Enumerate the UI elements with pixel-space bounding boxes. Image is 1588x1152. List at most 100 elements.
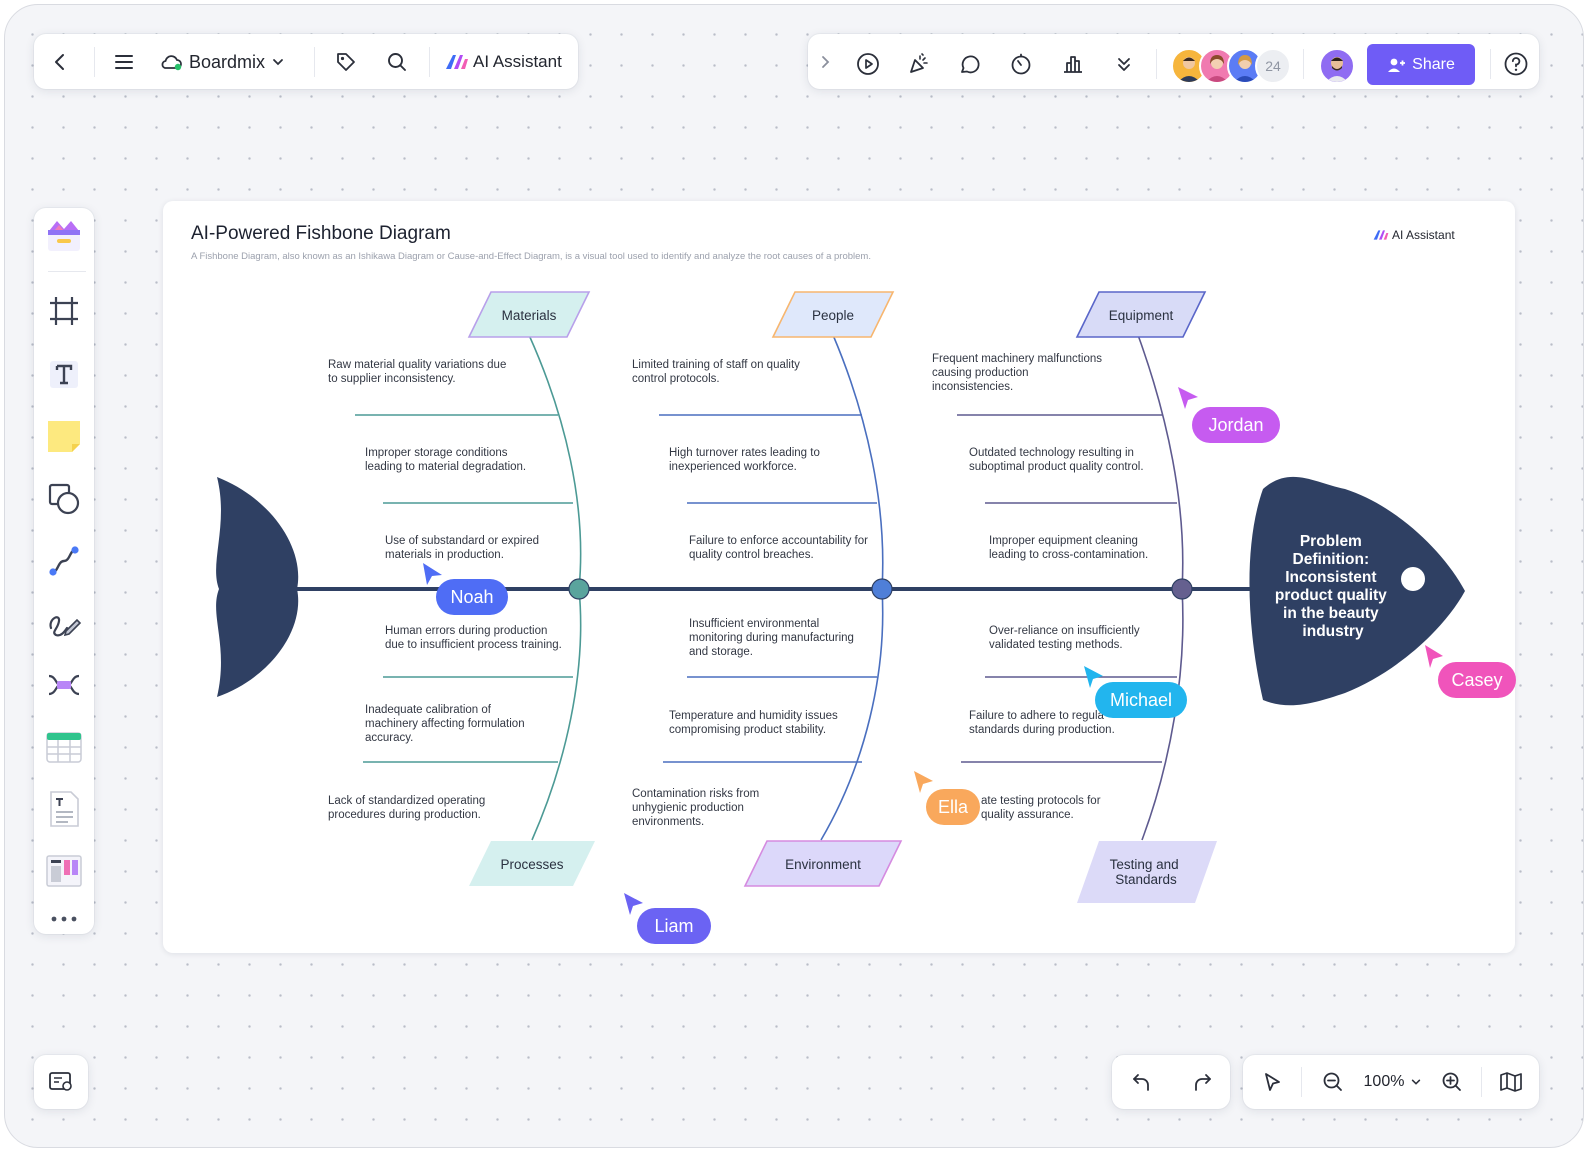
cursor-tag-casey: Casey (1438, 662, 1516, 698)
play-icon (857, 53, 879, 75)
person-avatar-icon (1206, 55, 1228, 82)
toolbar-divider (1490, 49, 1491, 79)
help-button[interactable] (1501, 49, 1531, 79)
pen-tool[interactable] (44, 603, 84, 643)
frame-tool[interactable] (44, 291, 84, 331)
toolbar-divider (1481, 1067, 1482, 1097)
back-button[interactable] (45, 47, 75, 77)
zoom-panel (1243, 1055, 1539, 1109)
person-avatar-icon (1234, 55, 1256, 82)
zoom-in-button[interactable] (1437, 1067, 1467, 1097)
outline-button[interactable] (1496, 1067, 1526, 1097)
pen-icon (49, 616, 82, 637)
more-tools-rail-button[interactable] (44, 909, 84, 929)
ai-assistant-label: AI Assistant (473, 52, 562, 71)
template-tool[interactable] (44, 215, 84, 257)
more-tools-button[interactable] (1109, 49, 1139, 79)
canvas[interactable]: Boardmix AI Assistant (4, 4, 1584, 1148)
shape-tool[interactable] (44, 479, 84, 519)
toolbar-divider (314, 47, 315, 77)
help-icon (1504, 52, 1528, 76)
expand-toolbar-button[interactable] (815, 49, 835, 75)
mind-map-icon (48, 674, 80, 696)
zoom-level: 100% (1363, 1073, 1405, 1090)
back-icon (55, 54, 64, 70)
book-icon (1500, 1072, 1522, 1092)
toolbar-divider (1303, 49, 1304, 79)
timer-button[interactable] (1006, 49, 1036, 79)
add-user-icon (1388, 58, 1406, 72)
comment-button[interactable] (955, 49, 985, 79)
frame-icon (50, 297, 78, 325)
person-avatar-icon (1326, 57, 1348, 82)
sticky-note-icon (48, 421, 80, 452)
map-view-icon (49, 1072, 72, 1091)
vote-button[interactable] (1058, 49, 1088, 79)
search-button[interactable] (382, 47, 412, 77)
menu-button[interactable] (109, 47, 139, 77)
text-tool[interactable] (44, 354, 84, 394)
mind-map-tool[interactable] (44, 665, 84, 705)
undo-button[interactable] (1126, 1067, 1156, 1097)
sticky-note-tool[interactable] (44, 416, 84, 456)
tag-icon (337, 53, 355, 71)
timer-icon (1011, 53, 1031, 75)
current-user-avatar[interactable] (1319, 48, 1355, 84)
workspace-switcher[interactable]: Boardmix (159, 47, 299, 77)
page-title: AI-Powered Fishbone Diagram (191, 223, 451, 244)
document-tool[interactable] (44, 789, 84, 829)
workspace-name: Boardmix (189, 51, 266, 72)
share-label: Share (1412, 55, 1455, 73)
ai-assistant-badge[interactable]: AI Assistant (1373, 228, 1455, 242)
select-button[interactable] (1257, 1067, 1287, 1097)
select-icon (1265, 1073, 1280, 1091)
more-tools-icon (51, 916, 77, 922)
redo-button[interactable] (1188, 1067, 1218, 1097)
chevron-down-icon (273, 59, 283, 66)
person-avatar-icon (1178, 57, 1200, 82)
more-icon (1118, 58, 1130, 71)
text-icon (50, 361, 78, 388)
chevron-down-icon (1412, 1079, 1421, 1085)
share-button[interactable]: Share (1367, 44, 1475, 85)
present-button[interactable] (853, 49, 883, 79)
expand-icon (822, 56, 830, 68)
connector-tool[interactable] (44, 541, 84, 581)
shape-icon (48, 483, 80, 515)
undo-icon (1133, 1074, 1149, 1091)
collaborator-count-badge[interactable]: 24 (1255, 48, 1291, 84)
comment-icon (961, 55, 980, 74)
ai-logo-icon (446, 55, 468, 69)
zoom-in-icon (1442, 1072, 1461, 1091)
vote-icon (1064, 56, 1082, 73)
ai-badge-label: AI Assistant (1392, 228, 1455, 242)
tag-button[interactable] (331, 47, 361, 77)
rail-divider (48, 271, 86, 272)
layout-tool[interactable] (44, 851, 84, 891)
undo-redo-panel (1112, 1055, 1230, 1109)
connector-icon (49, 546, 79, 576)
table-icon (46, 732, 82, 763)
toolbar-divider (1301, 1067, 1302, 1097)
zoom-out-button[interactable] (1318, 1067, 1348, 1097)
cursor-tag-jordan: Jordan (1192, 407, 1280, 443)
table-tool[interactable] (44, 727, 84, 767)
celebrate-button[interactable] (904, 49, 934, 79)
menu-icon (115, 55, 133, 69)
diagram-board[interactable]: AI-Powered Fishbone Diagram A Fishbone D… (163, 201, 1515, 953)
toolbar-divider (1156, 49, 1157, 79)
search-icon (388, 53, 406, 71)
cursor-tag-michael: Michael (1095, 682, 1187, 718)
bottom-left-panel (34, 1055, 88, 1109)
page-subtitle: A Fishbone Diagram, also known as an Ish… (191, 251, 871, 262)
toolbar-divider (429, 47, 430, 77)
ai-assistant-button[interactable]: AI Assistant (445, 47, 573, 77)
document-icon (50, 791, 79, 827)
layout-icon (46, 855, 82, 887)
template-icon (48, 221, 80, 251)
cursor-tag-ella: Ella (926, 789, 980, 825)
ai-logo-icon (1373, 230, 1389, 240)
zoom-level-dropdown[interactable]: 100% (1355, 1067, 1431, 1097)
collaborator-count: 24 (1265, 58, 1281, 74)
map-view-button[interactable] (44, 1065, 78, 1099)
